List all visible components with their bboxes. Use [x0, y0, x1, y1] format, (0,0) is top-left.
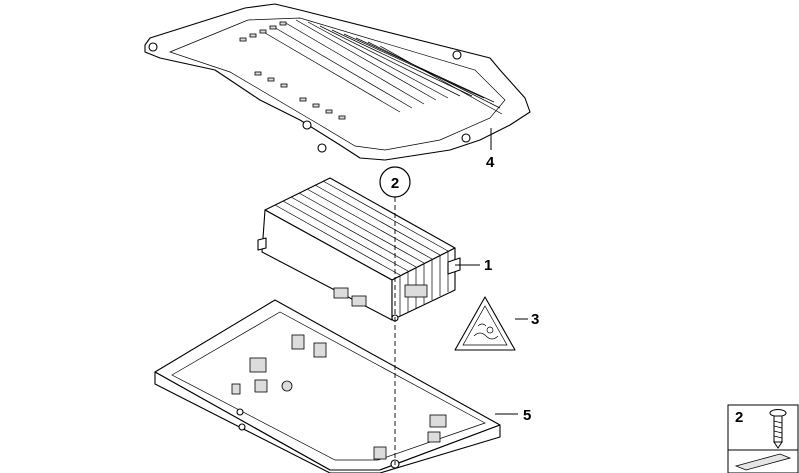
legend-box: 2 [727, 404, 799, 473]
callout-2: 2 [391, 175, 399, 192]
warning-label-part-3 [454, 296, 516, 351]
mount-hole [452, 50, 462, 60]
tray-boss [281, 380, 293, 392]
amplifier-connector [351, 295, 367, 307]
tray-boss [254, 379, 268, 393]
mount-hole [317, 143, 327, 153]
cover-plate-ribs [259, 19, 503, 115]
mount-hole [148, 42, 158, 52]
tray-boss [373, 446, 387, 460]
mount-hole [238, 423, 246, 431]
leader-lines [394, 128, 528, 465]
legend-label: 2 [735, 409, 743, 426]
callout-5: 5 [523, 407, 531, 424]
mount-hole [461, 133, 471, 143]
callout-2-bubble: 2 [379, 166, 411, 198]
screw-icon [769, 409, 787, 449]
cover-plate-part-4 [144, 3, 531, 161]
amplifier-tab [257, 237, 267, 251]
tray-boss [313, 342, 327, 358]
amplifier-connector [333, 287, 349, 299]
hot-surface-warning-icon [454, 296, 516, 351]
callout-4: 4 [486, 154, 495, 171]
tray-boss [249, 357, 267, 373]
callout-3: 3 [531, 311, 539, 328]
amplifier-tab [447, 257, 461, 275]
tray-boss [429, 414, 447, 428]
tray-part-5 [154, 299, 501, 473]
cover-plate-slots [239, 21, 346, 120]
legend-arrow-icon [734, 453, 792, 471]
mount-hole [302, 120, 312, 130]
callout-1: 1 [484, 257, 492, 274]
tray-boss [231, 383, 241, 395]
amplifier-connector [404, 284, 428, 298]
mount-hole [236, 408, 244, 416]
tray-boss [291, 334, 305, 350]
tray-boss [427, 431, 441, 443]
amplifier-part-1 [257, 177, 461, 322]
